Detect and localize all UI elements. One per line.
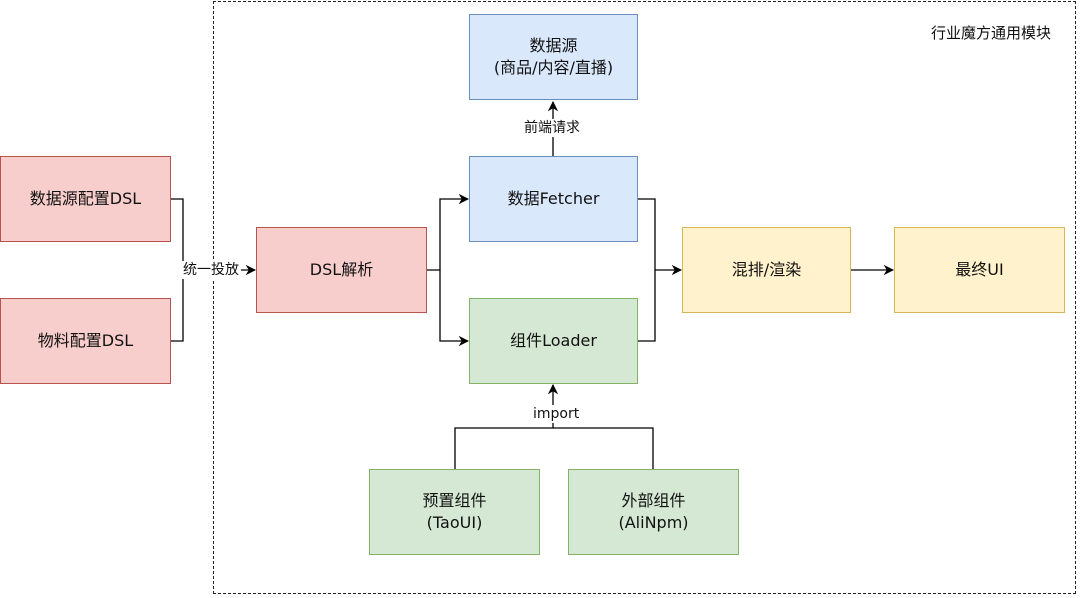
edge-to-component-loader: [439, 270, 470, 347]
edge-label-import: import: [531, 405, 582, 423]
edge-to-data-fetcher: [427, 193, 470, 271]
node-datasource-subtitle: (商品/内容/直播): [493, 58, 614, 77]
node-mix-render-label: 混排/渲染: [731, 260, 802, 279]
node-component-loader[interactable]: 组件Loader: [469, 298, 638, 384]
edge-datasource-dsl-merge: [171, 198, 184, 270]
node-final-ui[interactable]: 最终UI: [894, 227, 1065, 313]
node-external-component-subtitle: (AliNpm): [618, 513, 689, 532]
node-datasource[interactable]: 数据源 (商品/内容/直播): [469, 14, 638, 100]
edge-material-dsl-merge: [171, 270, 184, 342]
node-preset-component-subtitle: (TaoUI): [426, 513, 483, 532]
edge-label-frontend-request: 前端请求: [522, 119, 582, 137]
node-material-dsl-label: 物料配置DSL: [37, 331, 134, 350]
module-title: 行业魔方通用模块: [930, 24, 1051, 42]
node-final-ui-label: 最终UI: [955, 260, 1004, 279]
edge-external-import: [553, 427, 654, 469]
node-datasource-dsl-label: 数据源配置DSL: [29, 189, 142, 208]
node-mix-render[interactable]: 混排/渲染: [682, 227, 851, 313]
node-datasource-dsl[interactable]: 数据源配置DSL: [0, 156, 171, 242]
edge-preset-import: [454, 427, 553, 469]
node-datasource-title: 数据源: [529, 36, 578, 55]
node-material-dsl[interactable]: 物料配置DSL: [0, 298, 171, 384]
node-preset-component[interactable]: 预置组件 (TaoUI): [369, 469, 540, 555]
node-data-fetcher[interactable]: 数据Fetcher: [469, 156, 638, 242]
node-component-loader-label: 组件Loader: [510, 331, 597, 350]
node-external-component-title: 外部组件: [621, 491, 686, 510]
node-preset-component-title: 预置组件: [422, 491, 487, 510]
edge-loader-merge: [638, 270, 656, 342]
edge-fetcher-merge: [638, 198, 656, 270]
module-boundary: 行业魔方通用模块: [213, 1, 1076, 594]
node-dsl-parse-label: DSL解析: [309, 260, 374, 279]
node-external-component[interactable]: 外部组件 (AliNpm): [568, 469, 739, 555]
edge-label-unified-delivery: 统一投放: [181, 261, 241, 279]
node-dsl-parse[interactable]: DSL解析: [256, 227, 427, 313]
node-data-fetcher-label: 数据Fetcher: [507, 189, 600, 208]
